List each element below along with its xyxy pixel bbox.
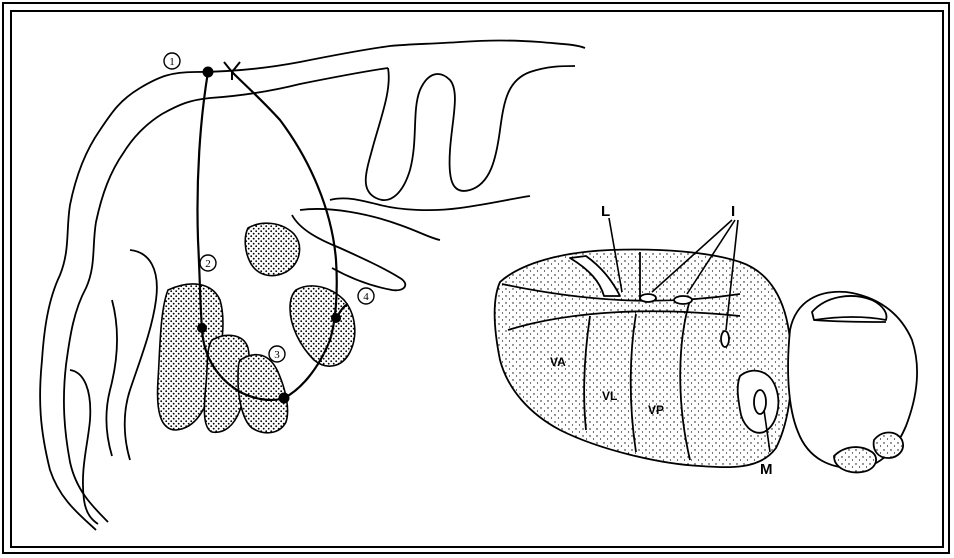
ventricle-outline (292, 215, 405, 290)
neuron-body-3 (279, 393, 289, 403)
neuron-body-4 (332, 314, 341, 323)
oval-marker-a (640, 294, 656, 302)
label-vl: VL (602, 389, 617, 403)
marker-2: 2 (200, 255, 216, 271)
insula-fold-1 (125, 250, 157, 460)
thalamus-body (495, 250, 792, 468)
label-l: L (601, 203, 610, 220)
caudate-nucleus (245, 223, 299, 275)
label-i: I (731, 203, 735, 220)
insula-fold-2 (106, 300, 117, 456)
neuron-body-1 (203, 67, 213, 77)
marker-3: 3 (269, 346, 285, 362)
insula-fold-3 (70, 370, 98, 524)
nuclei-group (158, 223, 355, 433)
svg-text:2: 2 (205, 258, 211, 270)
oval-marker-b (674, 296, 692, 304)
gyrus-fold-1 (366, 66, 575, 200)
pulvinar-base-lobe (834, 447, 876, 472)
callosum-band (300, 209, 440, 240)
svg-text:3: 3 (274, 349, 280, 361)
label-vp: VP (648, 403, 664, 417)
svg-text:1: 1 (169, 56, 175, 68)
oval-marker-c (721, 331, 729, 347)
label-m: M (760, 461, 773, 478)
label-va: VA (550, 355, 566, 369)
svg-text:4: 4 (363, 291, 369, 303)
marker-1: 1 (164, 53, 180, 69)
pulvinar-base-lobe-2 (874, 433, 903, 459)
gyrus-fold-2 (330, 196, 530, 210)
neuron-body-2 (198, 324, 207, 333)
marker-4: 4 (358, 288, 374, 304)
